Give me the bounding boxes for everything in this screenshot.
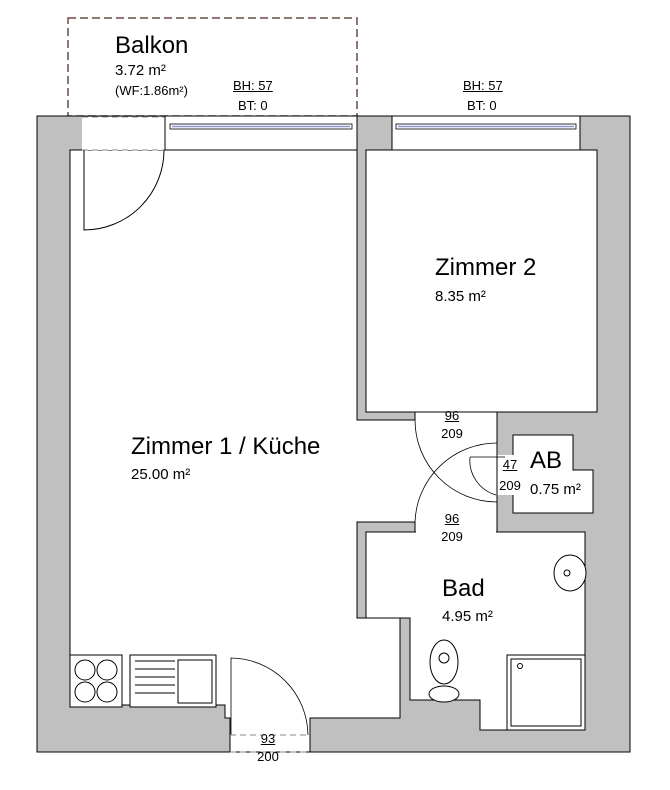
door-1-width: 96 [444,408,460,423]
door-4-height: 200 [257,749,279,764]
zimmer2-floor [365,149,598,413]
balkon-label: Balkon [115,32,189,59]
window-2-bh: BH: 57 [463,78,503,93]
bad-label: Bad [442,575,485,602]
window-1-bh: BH: 57 [233,78,273,93]
balcony-door-swing [83,149,165,231]
ab-door-swing [469,456,505,496]
balcony-door-opening [82,117,165,150]
ab-door-opening [496,455,514,495]
ab-floor [512,434,594,514]
window-2-bt: BT: 0 [467,98,497,113]
ab-area: 0.75 m² [530,481,581,498]
balcony-outline [67,17,358,117]
washbasin-icon [553,554,587,592]
ab-label: AB [530,447,563,474]
shower-icon [506,654,586,731]
door-1-height: 209 [441,426,463,441]
window-1 [164,115,358,151]
zimmer1-area: 25.00 m² [131,466,191,483]
door-2-width: 47 [502,457,518,472]
window-1-bt: BT: 0 [238,98,268,113]
entrance-door-swing [230,657,309,736]
zimmer2-area: 8.35 m² [435,288,486,305]
zimmer2-door-swing [414,419,498,503]
zimmer1-label: Zimmer 1 / Küche [131,433,321,460]
zimmer1-floor [69,149,498,753]
balkon-area: 3.72 m² [115,62,166,79]
sink-counter-icon [129,654,217,708]
door-3-width: 96 [444,511,460,526]
bad-door-swing [414,442,498,523]
window-2 [391,115,581,151]
balkon-wf: (WF:1.86m²) [115,83,188,98]
zimmer2-label: Zimmer 2 [435,254,537,281]
bad-area: 4.95 m² [442,608,493,625]
stove-icon [69,654,123,708]
door-4-width: 93 [260,731,276,746]
door-3-height: 209 [441,529,463,544]
door-2-height: 209 [499,478,521,493]
toilet-icon [428,639,460,703]
